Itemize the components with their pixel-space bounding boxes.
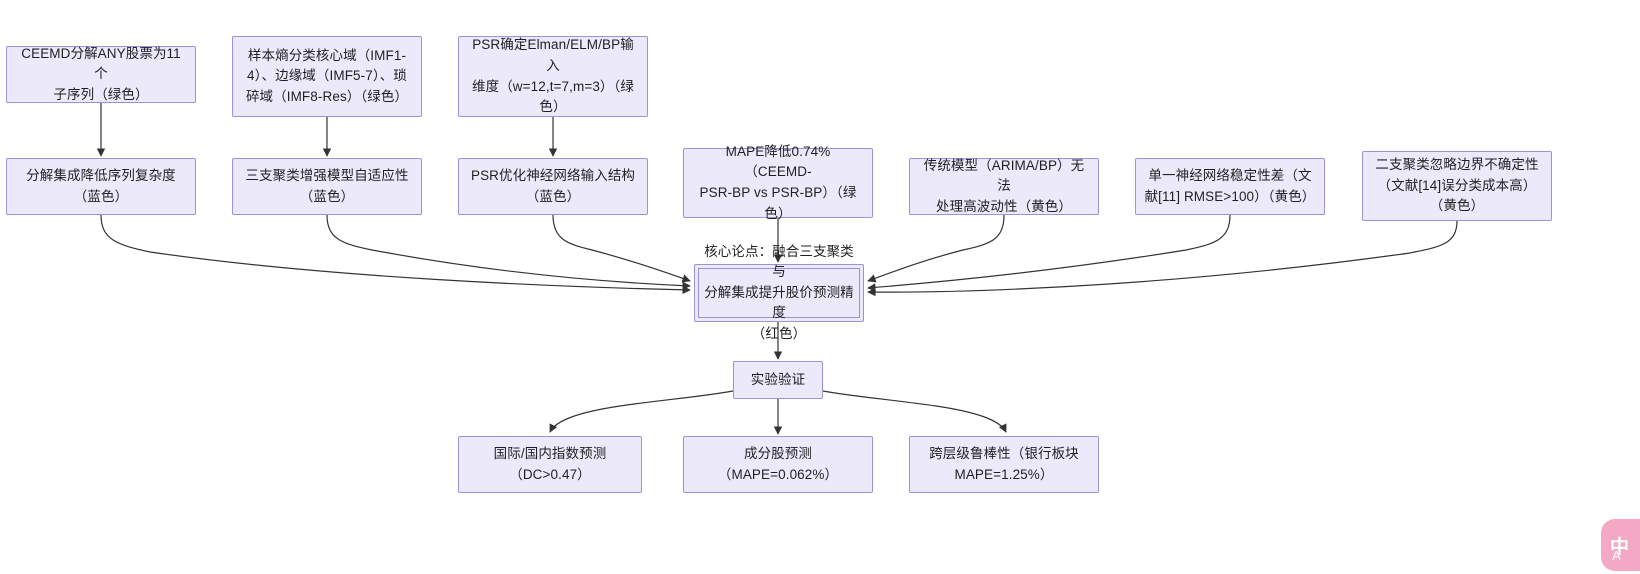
node-experimental-validation[interactable]: 实验验证: [733, 361, 823, 399]
node-label: 国际/国内指数预测 （DC>0.47）: [493, 445, 607, 482]
node-label: MAPE降低0.74%（CEEMD- PSR-BP vs PSR-BP）（绿 色…: [699, 143, 857, 221]
edge-n6-core: [552, 214, 691, 283]
edge-n10-core: [867, 220, 1458, 297]
node-label: PSR优化神经网络输入结构 （蓝色）: [470, 167, 636, 204]
watermark-subtext: A: [1612, 548, 1622, 563]
edge-n9-core: [867, 214, 1231, 292]
edge-n11-n12: [549, 390, 734, 433]
node-label: 核心论点：融合三支聚类与 分解集成提升股价预测精度 （红色）: [704, 243, 854, 341]
node-label: 传统模型（ARIMA/BP）无法 处理高波动性（黄色）: [923, 157, 1085, 214]
node-label: 单一神经网络稳定性差（文 献[11] RMSE>100）（黄色）: [1144, 167, 1316, 204]
node-decomposition-reduces-complexity[interactable]: 分解集成降低序列复杂度 （蓝色）: [6, 158, 196, 215]
edge-n4-core: [100, 214, 691, 295]
edge-n5-core: [326, 214, 691, 290]
node-mape-reduction[interactable]: MAPE降低0.74%（CEEMD- PSR-BP vs PSR-BP）（绿 色…: [683, 144, 873, 221]
node-label: 二支聚类忽略边界不确定性 （文献[14]误分类成本高） （黄色）: [1375, 157, 1539, 214]
node-psr-optimizes-network-input[interactable]: PSR优化神经网络输入结构 （蓝色）: [458, 158, 648, 215]
node-constituent-stock-forecast-result[interactable]: 成分股预测 （MAPE=0.062%）: [683, 436, 873, 493]
node-index-forecast-result[interactable]: 国际/国内指数预测 （DC>0.47）: [458, 436, 642, 493]
core-inner-frame: 核心论点：融合三支聚类与 分解集成提升股价预测精度 （红色）: [698, 244, 860, 341]
edge-n11-n14: [822, 390, 1007, 433]
node-label: PSR确定Elman/ELM/BP输入 维度（w=12,t=7,m=3）（绿 色…: [472, 37, 634, 115]
node-label: 三支聚类增强模型自适应性 （蓝色）: [245, 167, 409, 204]
node-core-thesis[interactable]: 核心论点：融合三支聚类与 分解集成提升股价预测精度 （红色）: [694, 244, 864, 341]
node-label: 成分股预测 （MAPE=0.062%）: [717, 445, 839, 482]
node-psr-input-dimension[interactable]: PSR确定Elman/ELM/BP输入 维度（w=12,t=7,m=3）（绿 色…: [458, 36, 648, 117]
watermark-text: 中: [1610, 536, 1630, 558]
node-two-way-clustering-limitation[interactable]: 二支聚类忽略边界不确定性 （文献[14]误分类成本高） （黄色）: [1362, 151, 1552, 221]
watermark-badge: 中 A: [1601, 519, 1640, 571]
node-sample-entropy-classification[interactable]: 样本熵分类核心域（IMF1- 4）、边缘域（IMF5-7）、琐 碎域（IMF8-…: [232, 36, 422, 117]
node-ceemd-decomposition[interactable]: CEEMD分解ANY股票为11个 子序列（绿色）: [6, 46, 196, 103]
node-label: 分解集成降低序列复杂度 （蓝色）: [26, 167, 176, 204]
node-label: CEEMD分解ANY股票为11个 子序列（绿色）: [21, 45, 181, 102]
node-label: 跨层级鲁棒性（银行板块 MAPE=1.25%）: [929, 445, 1079, 482]
node-label: 样本熵分类核心域（IMF1- 4）、边缘域（IMF5-7）、琐 碎域（IMF8-…: [245, 47, 409, 104]
node-traditional-model-limitation[interactable]: 传统模型（ARIMA/BP）无法 处理高波动性（黄色）: [909, 158, 1099, 215]
edge-n8-core: [867, 214, 1005, 283]
node-cross-level-robustness-result[interactable]: 跨层级鲁棒性（银行板块 MAPE=1.25%）: [909, 436, 1099, 493]
node-single-network-instability[interactable]: 单一神经网络稳定性差（文 献[11] RMSE>100）（黄色）: [1135, 158, 1325, 215]
node-label: 实验验证: [750, 371, 806, 387]
node-three-way-clustering-adaptivity[interactable]: 三支聚类增强模型自适应性 （蓝色）: [232, 158, 422, 215]
